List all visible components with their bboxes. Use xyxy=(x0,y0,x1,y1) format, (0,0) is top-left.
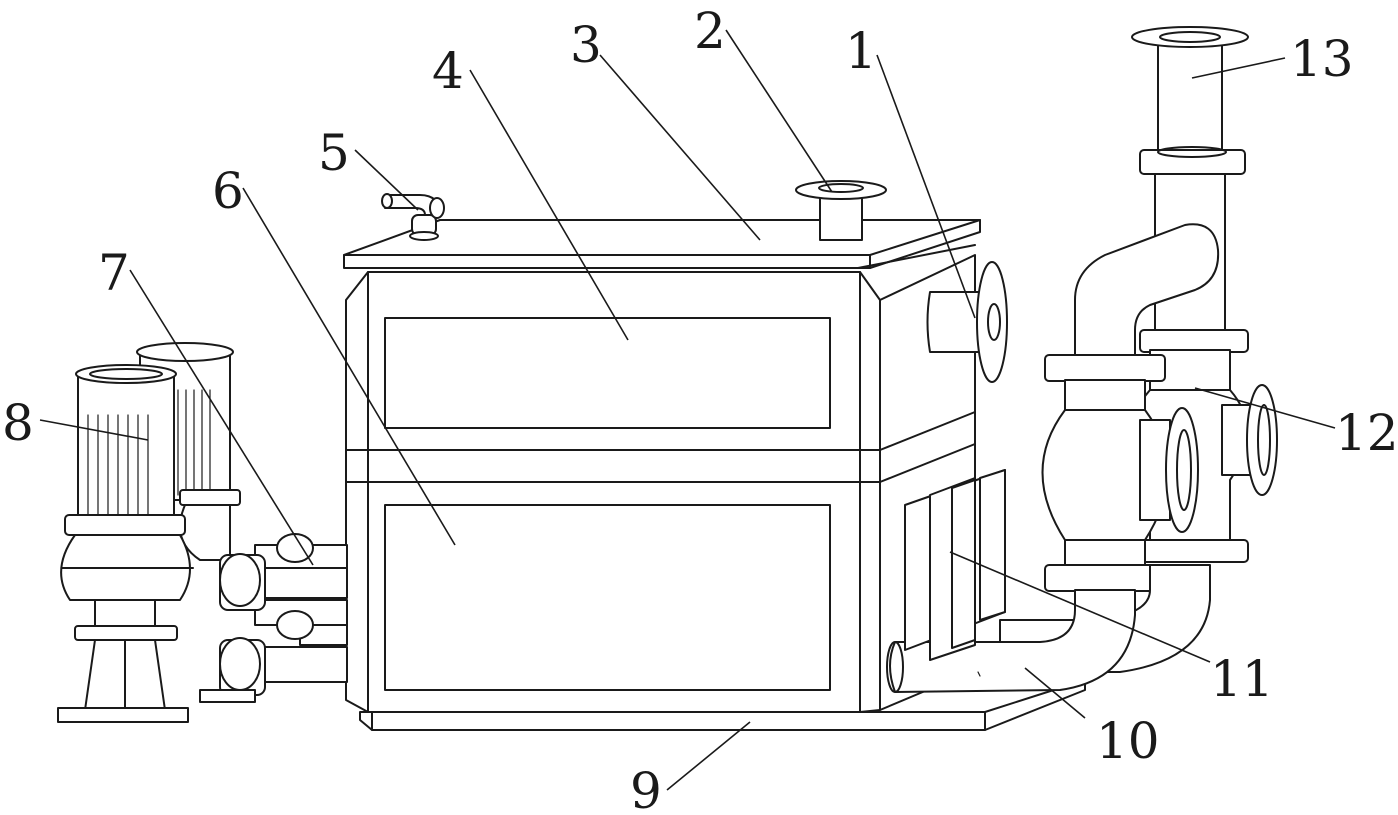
label-10: 10 xyxy=(1096,712,1160,770)
motor-pump-front xyxy=(57,364,194,723)
label-9: 9 xyxy=(630,762,662,815)
elbow-pipe xyxy=(1074,223,1220,361)
top-cover xyxy=(343,219,981,269)
label-12: 12 xyxy=(1335,404,1398,462)
lower-panel xyxy=(384,504,831,691)
inlet-flange xyxy=(926,261,1008,383)
connection-pipes xyxy=(199,533,348,703)
label-1: 1 xyxy=(845,22,877,80)
label-13: 13 xyxy=(1290,30,1354,88)
label-7: 7 xyxy=(98,244,130,302)
base-plate xyxy=(359,679,1086,731)
label-2: 2 xyxy=(694,2,726,60)
control-plates xyxy=(904,469,1006,661)
top-valve xyxy=(381,193,445,241)
label-8: 8 xyxy=(2,394,34,452)
leader-lines xyxy=(39,29,1336,791)
label-5: 5 xyxy=(318,124,350,182)
vent-pipe xyxy=(795,180,887,241)
lower-curved-pipe xyxy=(886,564,1211,693)
label-3: 3 xyxy=(570,16,602,74)
label-11: 11 xyxy=(1210,650,1274,708)
left-pump-housing xyxy=(1041,354,1199,592)
label-6: 6 xyxy=(212,162,244,220)
tank-body xyxy=(345,254,976,713)
label-4: 4 xyxy=(432,42,464,100)
upper-panel xyxy=(384,317,831,429)
